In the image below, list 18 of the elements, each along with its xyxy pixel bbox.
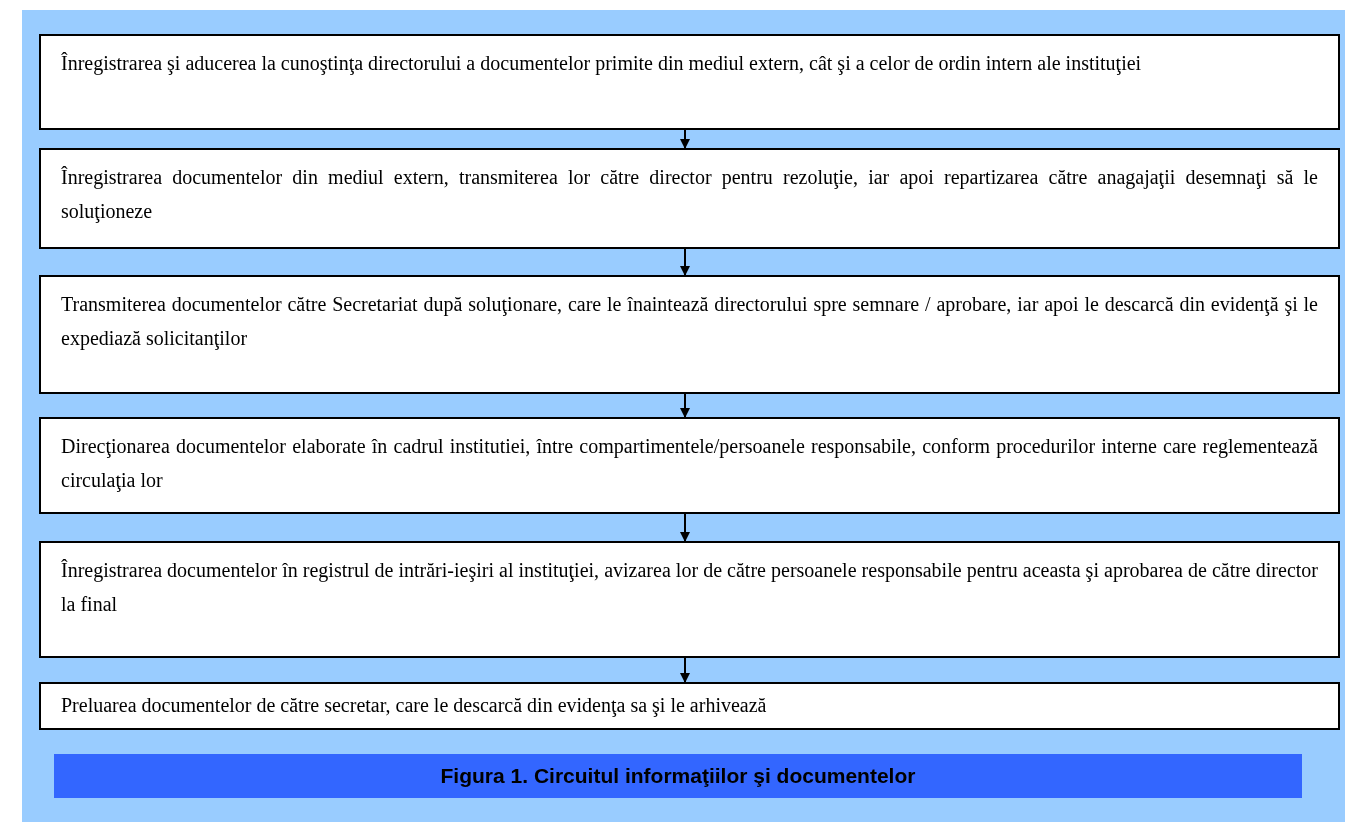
step-text: Transmiterea documentelor către Secretariat după soluţionare, care le înaintează directorului spre semnare / aprobare, iar apoi le descarcă din evidenţă şi le expediază solicitanţilor	[61, 292, 1318, 352]
process-box	[39, 541, 1340, 658]
process-box	[39, 148, 1340, 249]
arrow	[680, 248, 690, 276]
step-text: Direcţionarea documentelor elaborate în cadrul institutiei, între compartimentele/persoanele responsabile, conform procedurilor interne care reglementează circulaţia lor	[61, 434, 1318, 494]
step-text: Înregistrarea documentelor în registrul de intrări-ieşiri al instituţiei, avizarea lor de către persoanele responsabile pentru aceasta şi aprobarea de către director la final	[61, 558, 1318, 617]
process-box	[39, 34, 1340, 130]
figure-caption: Figura 1. Circuitul informaţiilor şi documentelor	[440, 763, 916, 789]
arrow	[680, 657, 690, 683]
step-text: Preluarea documentelor de către secretar, care le descarcă din evidenţa sa şi le arhivează	[61, 693, 768, 719]
process-box	[39, 417, 1340, 514]
step-text: Înregistrarea şi aducerea la cunoştinţa directorului a documentelor primite din mediul extern, cât şi a celor de ordin intern ale instituţiei	[61, 51, 1143, 77]
step-text: Înregistrarea documentelor din mediul extern, transmiterea lor către director pentru rezoluţie, iar apoi repartizarea către anagajaţii desemnaţi să le soluţioneze	[61, 165, 1318, 225]
arrow	[680, 129, 690, 149]
arrow	[680, 513, 690, 542]
process-box	[39, 682, 1340, 730]
arrow	[680, 393, 690, 418]
process-box	[39, 275, 1340, 394]
